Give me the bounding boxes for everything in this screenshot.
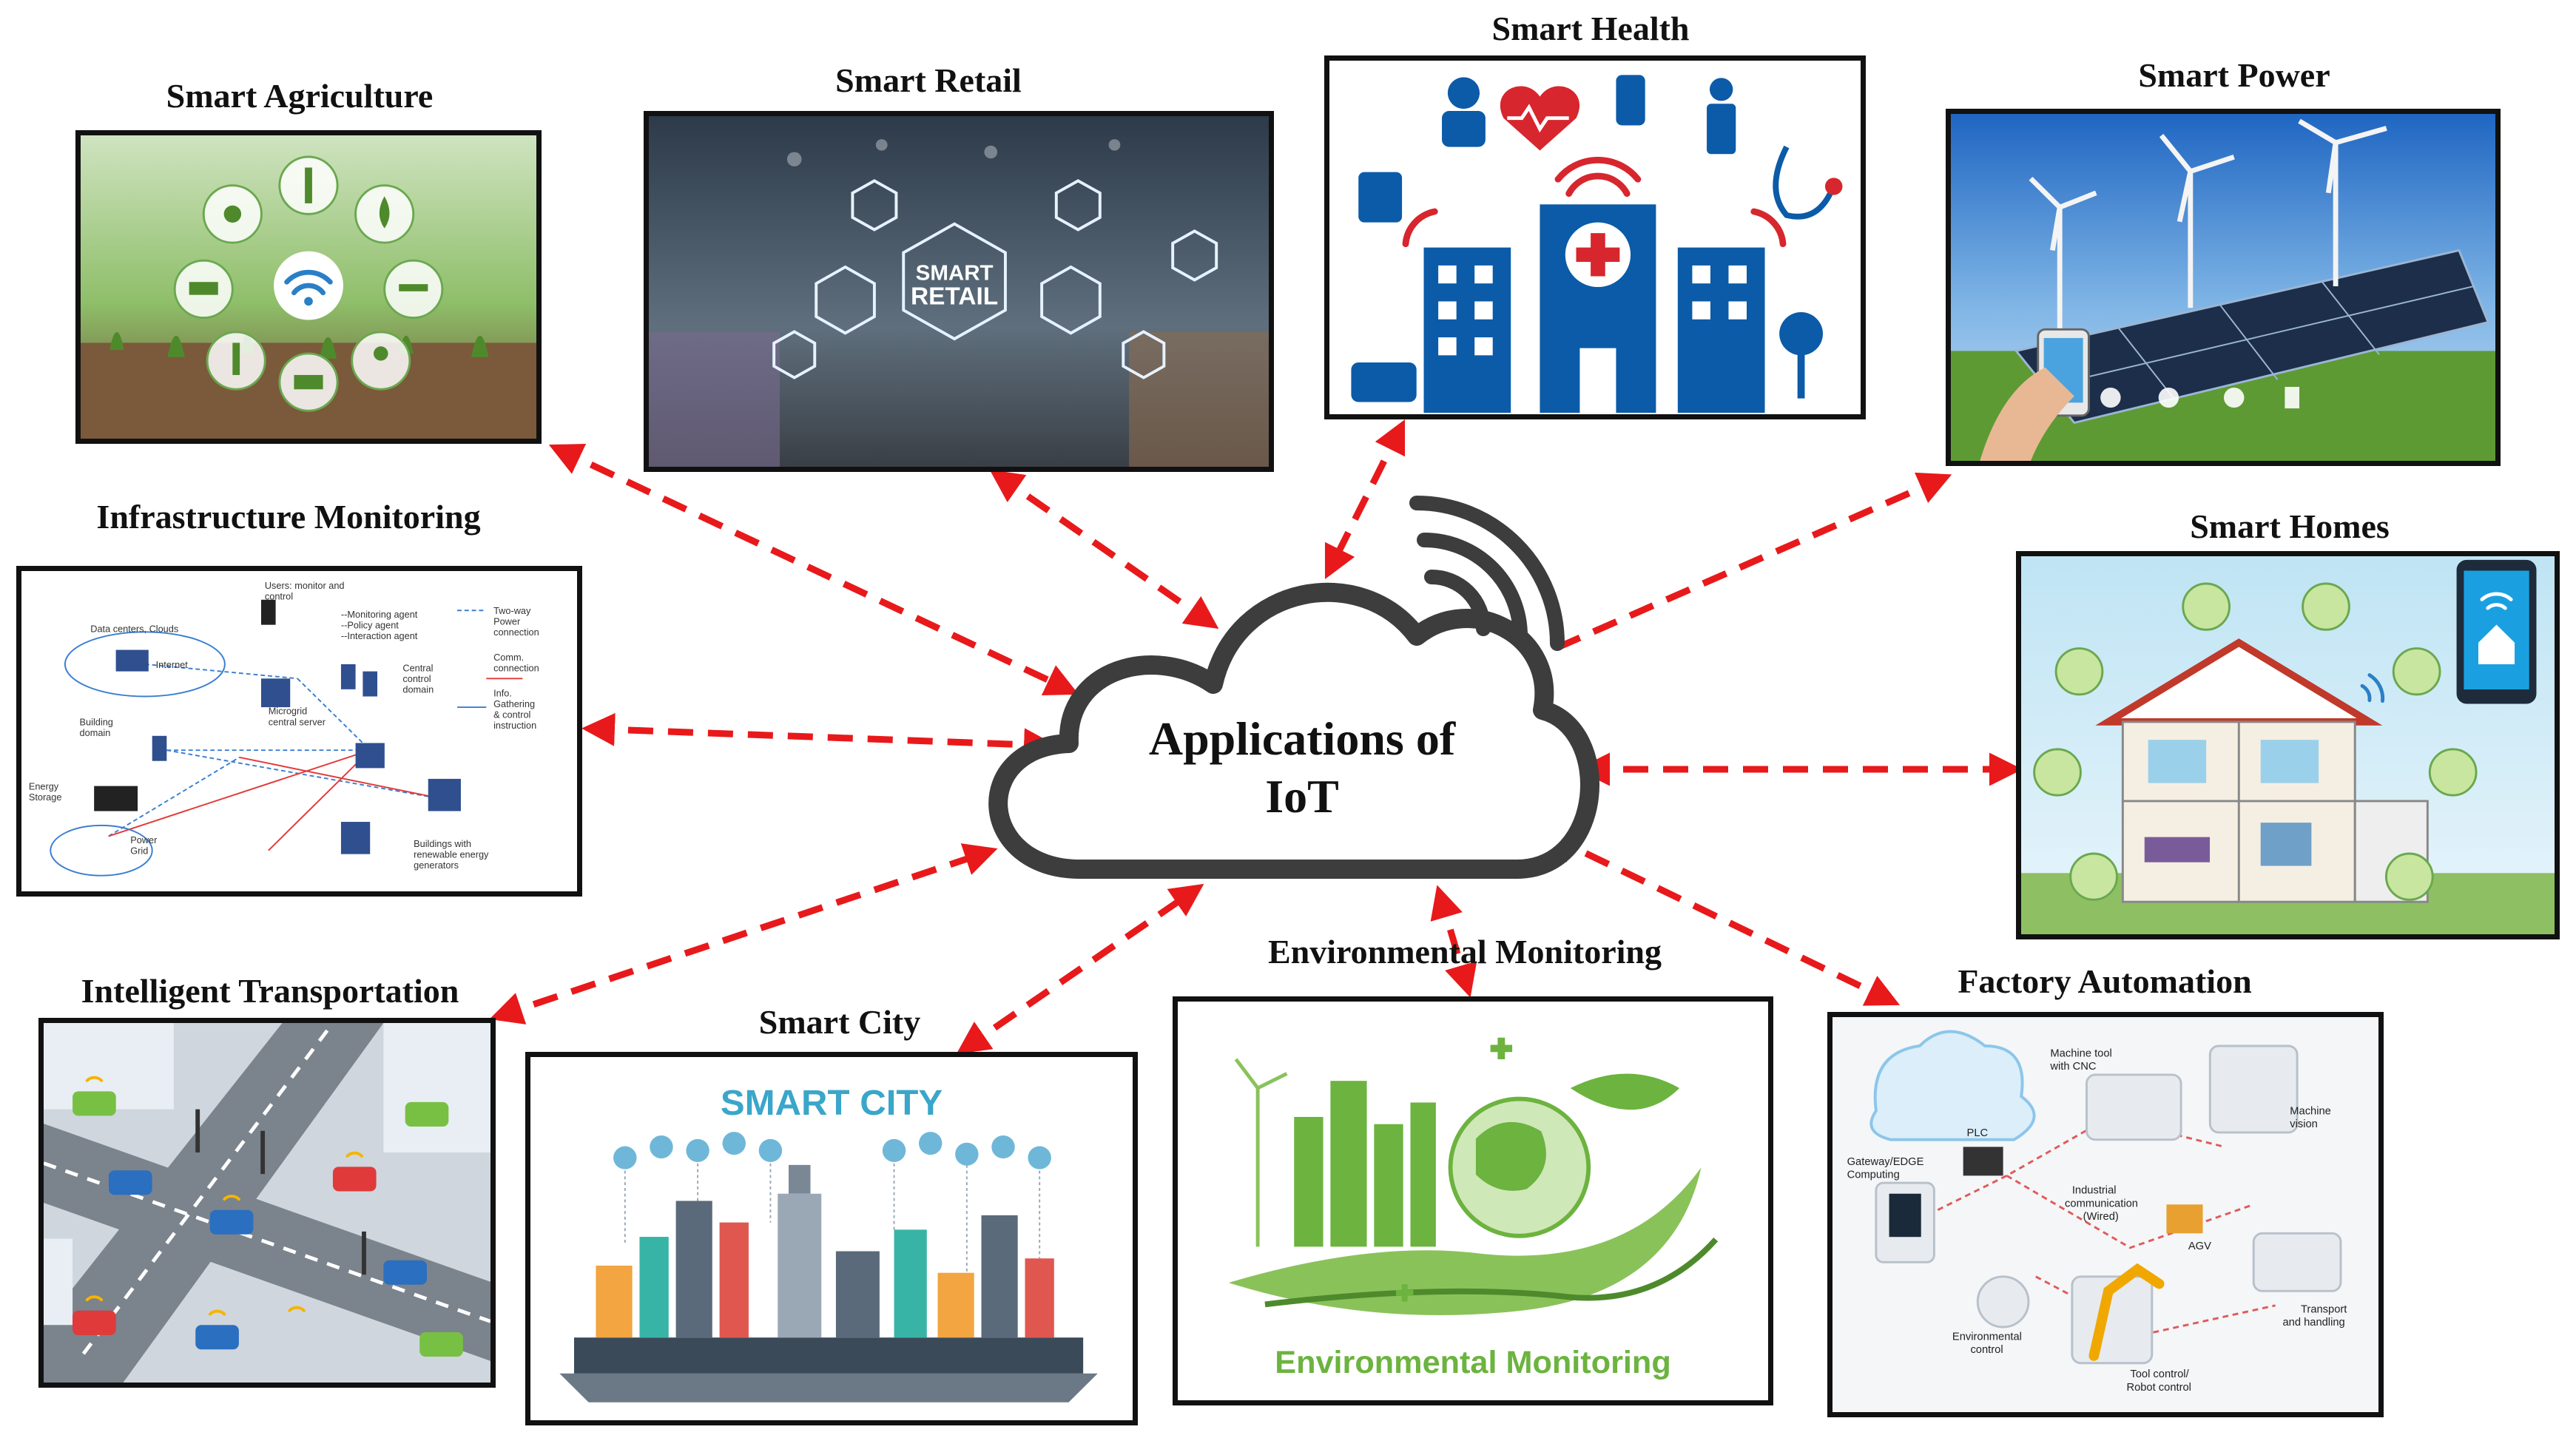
arrow-infrastructure [581, 712, 1057, 762]
panel-smart-homes [2016, 551, 2560, 939]
arrow-health [1324, 419, 1406, 580]
svg-text:--Interaction agent: --Interaction agent [341, 631, 418, 641]
panel-smart-agriculture [75, 130, 542, 444]
label-environmental-monitoring: Environmental Monitoring [1267, 933, 1662, 971]
arrow-factory [1543, 832, 1901, 1006]
arrow-city [956, 883, 1204, 1055]
svg-text:Gateway/EDGE: Gateway/EDGE [1847, 1156, 1924, 1168]
panel-smart-health [1324, 55, 1866, 419]
svg-text:Buildings with: Buildings with [414, 839, 471, 849]
svg-text:Tool control/: Tool control/ [2130, 1368, 2189, 1380]
svg-text:Grid: Grid [130, 846, 148, 857]
panel-smart-city: SMART CITY [525, 1052, 1138, 1425]
panel-smart-power [1946, 109, 2501, 466]
svg-text:AGV: AGV [2188, 1240, 2211, 1252]
svg-text:PLC: PLC [1967, 1127, 1989, 1139]
svg-text:Energy: Energy [29, 782, 59, 792]
svg-text:central server: central server [269, 717, 326, 727]
arrow-agriculture [548, 443, 1079, 696]
svg-text:Building: Building [80, 717, 113, 727]
environment-banner: Environmental Monitoring [1275, 1345, 1670, 1380]
center-title-line2: IoT [1265, 770, 1339, 823]
svg-text:Power: Power [130, 835, 157, 845]
svg-text:control: control [402, 674, 431, 684]
svg-text:Machine tool: Machine tool [2050, 1048, 2111, 1060]
svg-text:Central: Central [402, 664, 433, 674]
center-title-line1: Applications of [1148, 712, 1456, 765]
svg-text:Computing: Computing [1847, 1169, 1900, 1181]
svg-text:RETAIL: RETAIL [911, 283, 998, 311]
svg-text:Industrial: Industrial [2072, 1185, 2117, 1197]
svg-text:Data centers, Clouds: Data centers, Clouds [90, 624, 178, 634]
arrow-power [1484, 472, 1952, 682]
label-smart-agriculture: Smart Agriculture [166, 77, 434, 115]
panel-environmental-monitoring: Environmental Monitoring [1173, 996, 1773, 1405]
label-factory-automation: Factory Automation [1958, 962, 2252, 1000]
panel-smart-retail: SMART RETAIL [644, 111, 1274, 472]
arrow-retail [989, 469, 1219, 629]
svg-text:generators: generators [414, 860, 459, 871]
label-intelligent-transportation: Intelligent Transportation [81, 972, 459, 1010]
svg-text:control: control [265, 592, 293, 602]
label-smart-power: Smart Power [2138, 56, 2330, 94]
svg-text:Storage: Storage [29, 792, 62, 803]
svg-text:Environmental: Environmental [1952, 1331, 2022, 1343]
svg-text:Comm.: Comm. [493, 652, 524, 663]
svg-text:communication: communication [2065, 1198, 2138, 1209]
svg-text:Machine: Machine [2290, 1106, 2331, 1118]
svg-text:renewable energy: renewable energy [414, 850, 489, 860]
svg-text:connection: connection [493, 664, 539, 674]
svg-text:instruction: instruction [493, 720, 536, 731]
svg-text:Two-way: Two-way [493, 606, 531, 616]
svg-text:Gathering: Gathering [493, 699, 535, 709]
svg-text:control: control [1970, 1344, 2003, 1356]
svg-text:and handling: and handling [2282, 1317, 2344, 1329]
svg-text:Users: monitor and: Users: monitor and [265, 581, 345, 591]
svg-text:(Wired): (Wired) [2083, 1211, 2119, 1223]
label-smart-retail: Smart Retail [835, 61, 1022, 99]
svg-text:Microgrid: Microgrid [269, 706, 307, 717]
svg-text:with CNC: with CNC [2049, 1061, 2097, 1073]
svg-text:vision: vision [2290, 1118, 2318, 1130]
svg-text:& control: & control [493, 710, 530, 720]
svg-text:Info.: Info. [493, 689, 512, 699]
label-smart-health: Smart Health [1491, 10, 1690, 47]
svg-text:connection: connection [493, 627, 539, 638]
panel-intelligent-transportation [38, 1018, 496, 1388]
label-infrastructure-monitoring: Infrastructure Monitoring [96, 498, 481, 536]
svg-text:Transport: Transport [2301, 1304, 2347, 1316]
svg-text:SMART: SMART [916, 261, 994, 286]
svg-text:SMART CITY: SMART CITY [721, 1083, 943, 1123]
svg-text:--Policy agent: --Policy agent [341, 621, 399, 631]
svg-text:--Monitoring agent: --Monitoring agent [341, 610, 418, 620]
svg-text:Internet: Internet [156, 660, 189, 670]
svg-text:domain: domain [80, 728, 111, 738]
label-smart-city: Smart City [758, 1003, 921, 1041]
label-smart-homes: Smart Homes [2190, 507, 2390, 545]
svg-text:domain: domain [402, 685, 434, 695]
center-title: Applications of IoT [1149, 710, 1455, 826]
svg-text:Robot control: Robot control [2126, 1382, 2191, 1394]
svg-text:Power: Power [493, 617, 520, 627]
